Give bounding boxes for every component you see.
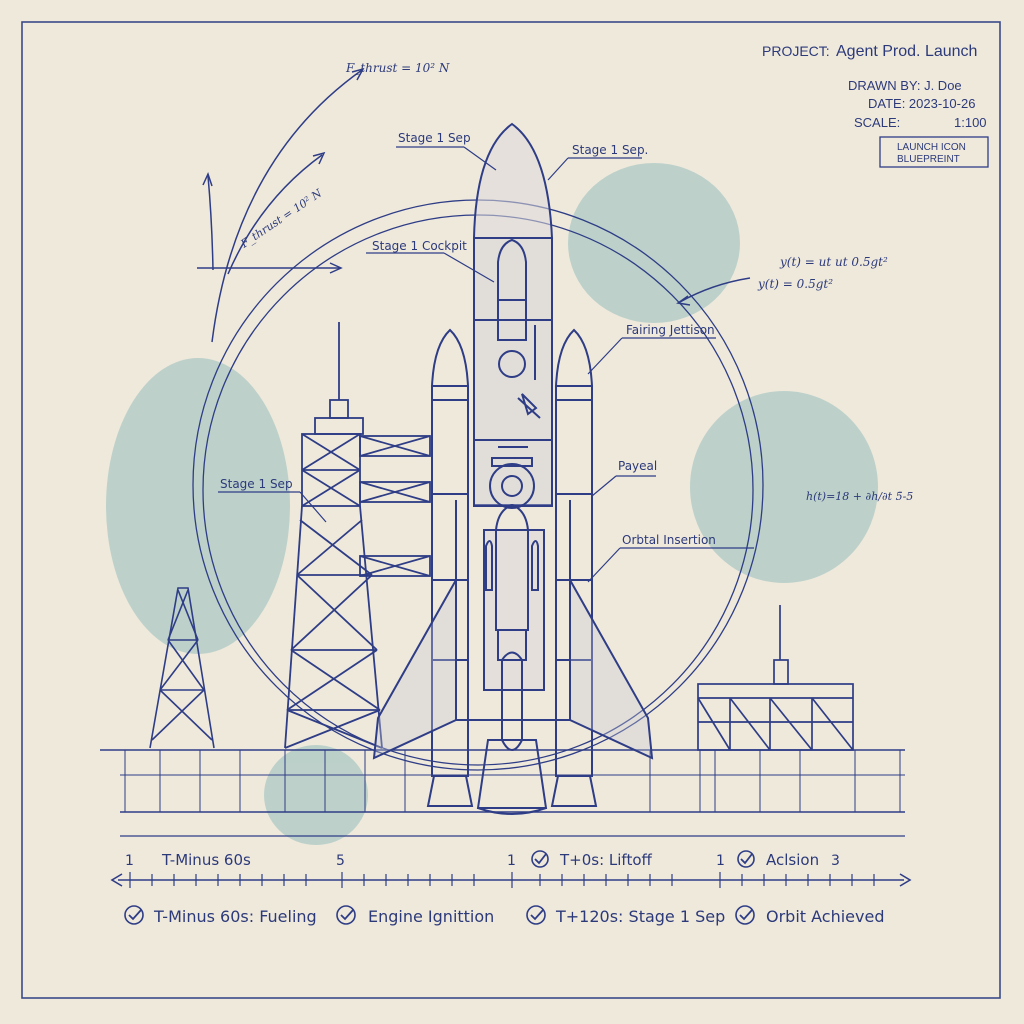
trajectory-equation-bottom: y(t) = 0.5gt²: [757, 277, 833, 291]
check-icon: [526, 905, 546, 925]
trajectory-equation-top: y(t) = ut ut 0.5gt²: [779, 255, 888, 269]
ground-grid: [100, 749, 905, 837]
title-block: PROJECT: Agent Prod. Launch DRAWN BY: J.…: [762, 43, 989, 168]
label-fairing-jettison: Fairing Jettison: [626, 323, 715, 337]
timeline-arrow-right: [899, 873, 912, 887]
check-icon: [735, 905, 755, 925]
label-stage1-sep-top: Stage 1 Sep: [398, 131, 471, 145]
label-stage1-sep-right: Stage 1 Sep.: [572, 143, 648, 157]
stamp-line-2: BLUEPREINT: [897, 154, 960, 165]
milestone-orbit-achieved: Orbit Achieved: [766, 907, 885, 926]
timeline-mark-1b: 1: [507, 853, 516, 869]
label-stage1-cockpit: Stage 1 Cockpit: [372, 239, 467, 253]
check-icon: [336, 905, 356, 925]
drawing-date: DATE: 2023-10-26: [868, 96, 975, 111]
timeline: 1 T-Minus 60s 5 1 T+0s: Liftoff 1 Aclsio…: [110, 850, 912, 926]
milestone-stage-sep: T+120s: Stage 1 Sep: [555, 907, 725, 926]
check-icon: [737, 850, 755, 868]
timeline-mark-liftoff: T+0s: Liftoff: [559, 851, 653, 869]
scale-label: SCALE:: [854, 115, 900, 130]
thrust-annotation-left: F_thrust = 10² N: [238, 186, 325, 251]
timeline-ticks: [129, 872, 875, 888]
height-equation: h(t)=18 + ∂h/∂t 5̄-5: [806, 490, 913, 503]
drawn-by: DRAWN BY: J. Doe: [848, 78, 962, 93]
timeline-mark-acision: Aclsion: [766, 851, 819, 869]
wash-blob-left: [106, 358, 290, 654]
trajectory-arrows: [197, 67, 751, 343]
thrust-annotation-top: F_thrust = 10² N: [345, 61, 450, 75]
small-tower: [149, 587, 215, 749]
timeline-mark-t-minus-60s: T-Minus 60s: [161, 851, 251, 869]
leader-lines: [218, 146, 754, 583]
check-icon: [531, 850, 549, 868]
right-building: [697, 605, 854, 751]
label-orbital-insertion: Orbtal Insertion: [622, 533, 716, 547]
wash-blobs: [106, 163, 878, 845]
project-name: Agent Prod. Launch: [836, 43, 977, 60]
label-payload: Payeal: [618, 459, 657, 473]
wash-blob-bottom: [264, 745, 368, 845]
launch-tower: [284, 322, 431, 749]
drawing-frame: [21, 21, 1001, 999]
timeline-mark-3: 3: [831, 853, 840, 869]
project-label: PROJECT:: [762, 43, 830, 59]
stamp-line-1: LAUNCH ICON: [897, 142, 966, 153]
scale-value: 1:100: [954, 115, 987, 130]
check-icon: [124, 905, 144, 925]
timeline-arrow-left: [110, 873, 123, 887]
title-stamp: [879, 136, 989, 168]
timeline-mark-5: 5: [336, 853, 345, 869]
part-labels: Stage 1 Sep Stage 1 Sep. Stage 1 Cockpit…: [220, 131, 716, 547]
milestone-fueling: T-Minus 60s: Fueling: [153, 907, 317, 926]
milestone-engine-ignition: Engine Ignittion: [368, 907, 494, 926]
wash-blob-right: [690, 391, 878, 583]
timeline-mark-1: 1: [125, 853, 134, 869]
timeline-mark-1c: 1: [716, 853, 725, 869]
label-stage1-sep-left: Stage 1 Sep: [220, 477, 293, 491]
wash-blob-top-right: [568, 163, 740, 323]
